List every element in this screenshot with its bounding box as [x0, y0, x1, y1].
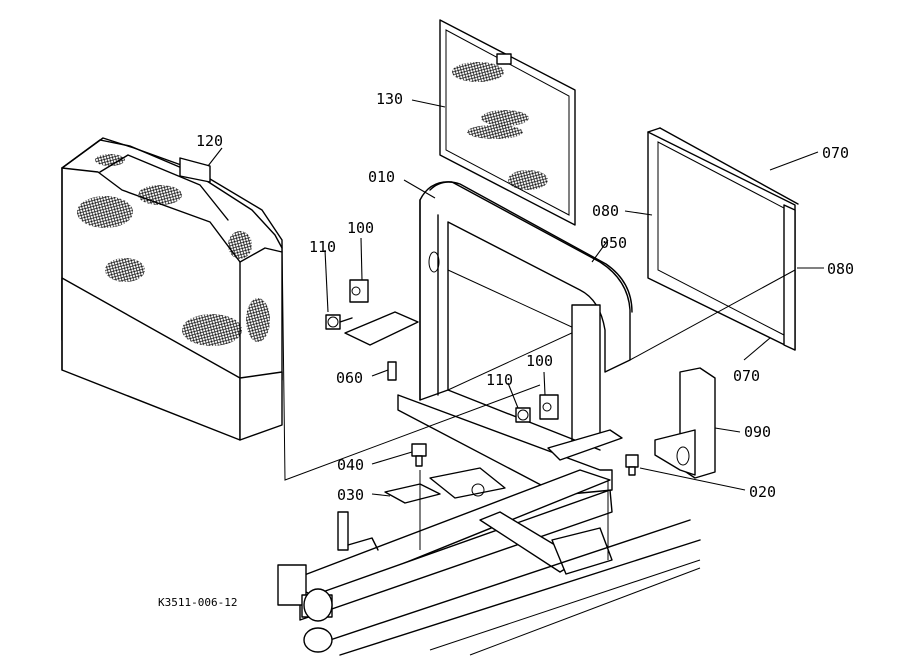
callout-020: 020: [749, 483, 776, 501]
main-panel-part: [397, 181, 633, 496]
callout-100-right: 100: [526, 352, 553, 370]
callout-080-upper: 080: [592, 202, 619, 220]
bracket-bolt-left: [325, 279, 419, 346]
callout-070-lower: 070: [733, 367, 760, 385]
callout-060: 060: [336, 369, 363, 387]
bolt-020-part: [625, 454, 639, 476]
bolt-040-part: [411, 443, 427, 467]
base-frame-part: [277, 467, 701, 656]
plate-030-part: [384, 483, 441, 504]
screen-panel-part: [439, 19, 576, 226]
handle-part: [654, 367, 716, 479]
callout-070-upper: 070: [822, 144, 849, 162]
callout-080-right: 080: [827, 260, 854, 278]
callout-050: 050: [600, 234, 627, 252]
callout-090: 090: [744, 423, 771, 441]
callout-040: 040: [337, 456, 364, 474]
window-frame-part: [647, 127, 799, 351]
callout-100-left: 100: [347, 219, 374, 237]
clip-part: [387, 361, 397, 381]
bracket-bolt-right: [515, 394, 623, 461]
callout-110-left: 110: [309, 238, 336, 256]
callout-130: 130: [376, 90, 403, 108]
drawing-code: K3511-006-12: [158, 596, 237, 609]
callout-110-right: 110: [486, 371, 513, 389]
canopy-cover-part: [61, 137, 283, 441]
callout-010: 010: [368, 168, 395, 186]
callout-030: 030: [337, 486, 364, 504]
callout-120: 120: [196, 132, 223, 150]
